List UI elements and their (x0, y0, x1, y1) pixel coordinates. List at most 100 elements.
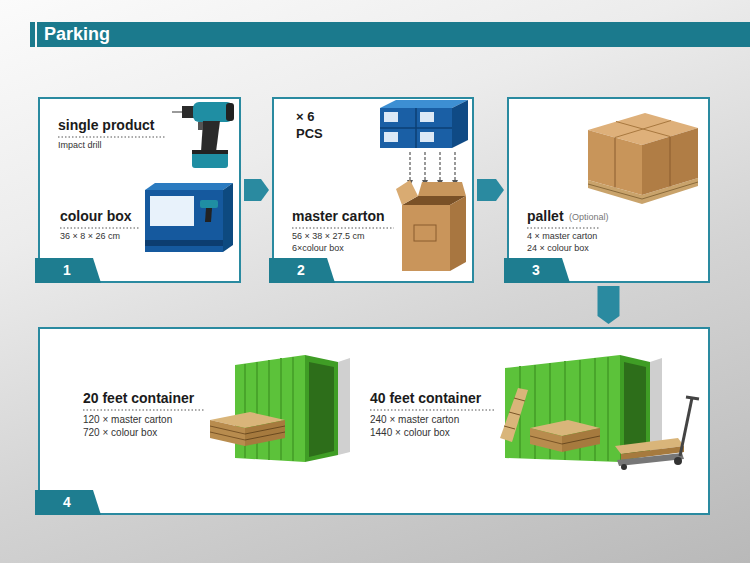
container-rib (256, 362, 258, 459)
container-end (305, 355, 338, 462)
packing-spec: 56 × 38 × 27.5 cm (292, 231, 365, 242)
box-front (145, 190, 223, 252)
battery-top (192, 150, 228, 154)
packing-spec: 1440 × colour box (370, 426, 450, 439)
jack-fork (617, 453, 684, 466)
pallet-slat (509, 412, 520, 415)
step-number-tab: 2 (269, 258, 335, 283)
step-panel: × 6PCSmaster carton56 × 38 × 27.5 cm6×co… (272, 97, 474, 283)
box-stripe (145, 240, 223, 246)
box-label (384, 132, 398, 142)
container-rib (268, 360, 270, 460)
packing-spec: 36 × 8 × 26 cm (60, 231, 120, 242)
drill-chuck (182, 106, 194, 118)
leaning-pallet (500, 388, 528, 442)
pallet-front (210, 420, 245, 446)
panel-ground (272, 97, 474, 283)
pallet-slat (514, 398, 525, 401)
packing-spec: (Optional) (569, 212, 609, 223)
packing-arrow (454, 152, 455, 180)
step-number: 2 (269, 258, 305, 283)
packing-spec: 4 × master carton (527, 231, 597, 242)
box-drill-picture (200, 200, 218, 208)
box-label (420, 132, 434, 142)
dotted-rule (527, 228, 600, 229)
carton-seam (615, 121, 671, 138)
packing-spec: 240 × master carton (370, 413, 459, 426)
step-number: 1 (35, 258, 71, 283)
dotted-rule (60, 228, 140, 229)
flow-arrow (598, 286, 620, 324)
step-number-tab: 3 (504, 258, 570, 283)
packing-spec: 720 × colour box (83, 426, 157, 439)
drill-cap (226, 103, 234, 121)
cartons-side (642, 128, 698, 195)
container-side (235, 355, 305, 462)
box-side (223, 183, 233, 252)
pallet-side (562, 428, 600, 452)
box-top (145, 183, 233, 190)
drill-handle (201, 121, 220, 152)
packing-arrow (439, 152, 440, 180)
step-number-tab: 1 (35, 258, 101, 283)
packing-spec: Impact drill (58, 140, 102, 151)
box-divider (380, 127, 452, 129)
packing-heading: colour box (60, 208, 132, 225)
container-door (338, 358, 350, 455)
packing-heading: 40 feet container (370, 390, 481, 407)
carton-seam (615, 138, 616, 188)
packing-heading: pallet (527, 208, 564, 225)
pallet-slat (245, 432, 285, 440)
container-rib (292, 357, 294, 461)
step-panel: single productImpact drill colour box 36 ×… (38, 97, 241, 283)
panel-ground (507, 97, 710, 283)
container-rib (594, 358, 596, 461)
carton-seam (670, 137, 671, 187)
pallet-slat (210, 432, 245, 440)
cartons-front (588, 130, 642, 195)
boxes-front (380, 108, 452, 148)
flow-arrow (477, 179, 504, 201)
carton-left-flap (396, 180, 418, 205)
tab-fill (269, 258, 335, 283)
box-label (420, 112, 434, 122)
packing-arrow (409, 152, 410, 180)
pallet-side (245, 420, 285, 446)
step-number: 4 (35, 490, 71, 515)
step-panel: pallet(Optional)4 × master carton24 × co… (507, 97, 710, 283)
tab-fill (504, 258, 570, 283)
step-number-tab: 4 (35, 490, 101, 515)
packing-heading: × 6 (296, 109, 314, 125)
drill-trigger (198, 122, 203, 130)
drill-body (193, 102, 233, 122)
box-drill-handle (205, 208, 212, 222)
jack-handle (680, 398, 692, 456)
container-rib (607, 357, 609, 461)
jack-wheel (674, 457, 682, 465)
step-panel: 20 feet container 120 × master carton720 … (38, 327, 710, 515)
tab-fill (35, 490, 101, 515)
title-bar-end (30, 22, 35, 47)
tab-fill (35, 258, 101, 283)
flow-arrow (244, 179, 269, 201)
page-title: Parking (44, 22, 110, 47)
packing-heading: master carton (292, 208, 385, 225)
step-number: 3 (504, 258, 540, 283)
panel-ground (38, 327, 710, 515)
dotted-rule (292, 228, 394, 229)
packing-spec: 120 × master carton (83, 413, 172, 426)
box-label (150, 196, 194, 226)
pallet-slat (562, 436, 600, 444)
pallet-slat (504, 426, 515, 429)
drill-bit (172, 111, 182, 113)
packing-heading: single product (58, 117, 154, 134)
carton-front (402, 205, 450, 271)
drill-battery (192, 150, 228, 168)
carton-seam (616, 122, 670, 137)
packing-heading: 20 feet container (83, 390, 194, 407)
container-opening (309, 362, 334, 457)
jack-grip (686, 397, 699, 399)
box-label (384, 112, 398, 122)
dotted-rule (370, 410, 494, 411)
carton-print (414, 225, 436, 241)
